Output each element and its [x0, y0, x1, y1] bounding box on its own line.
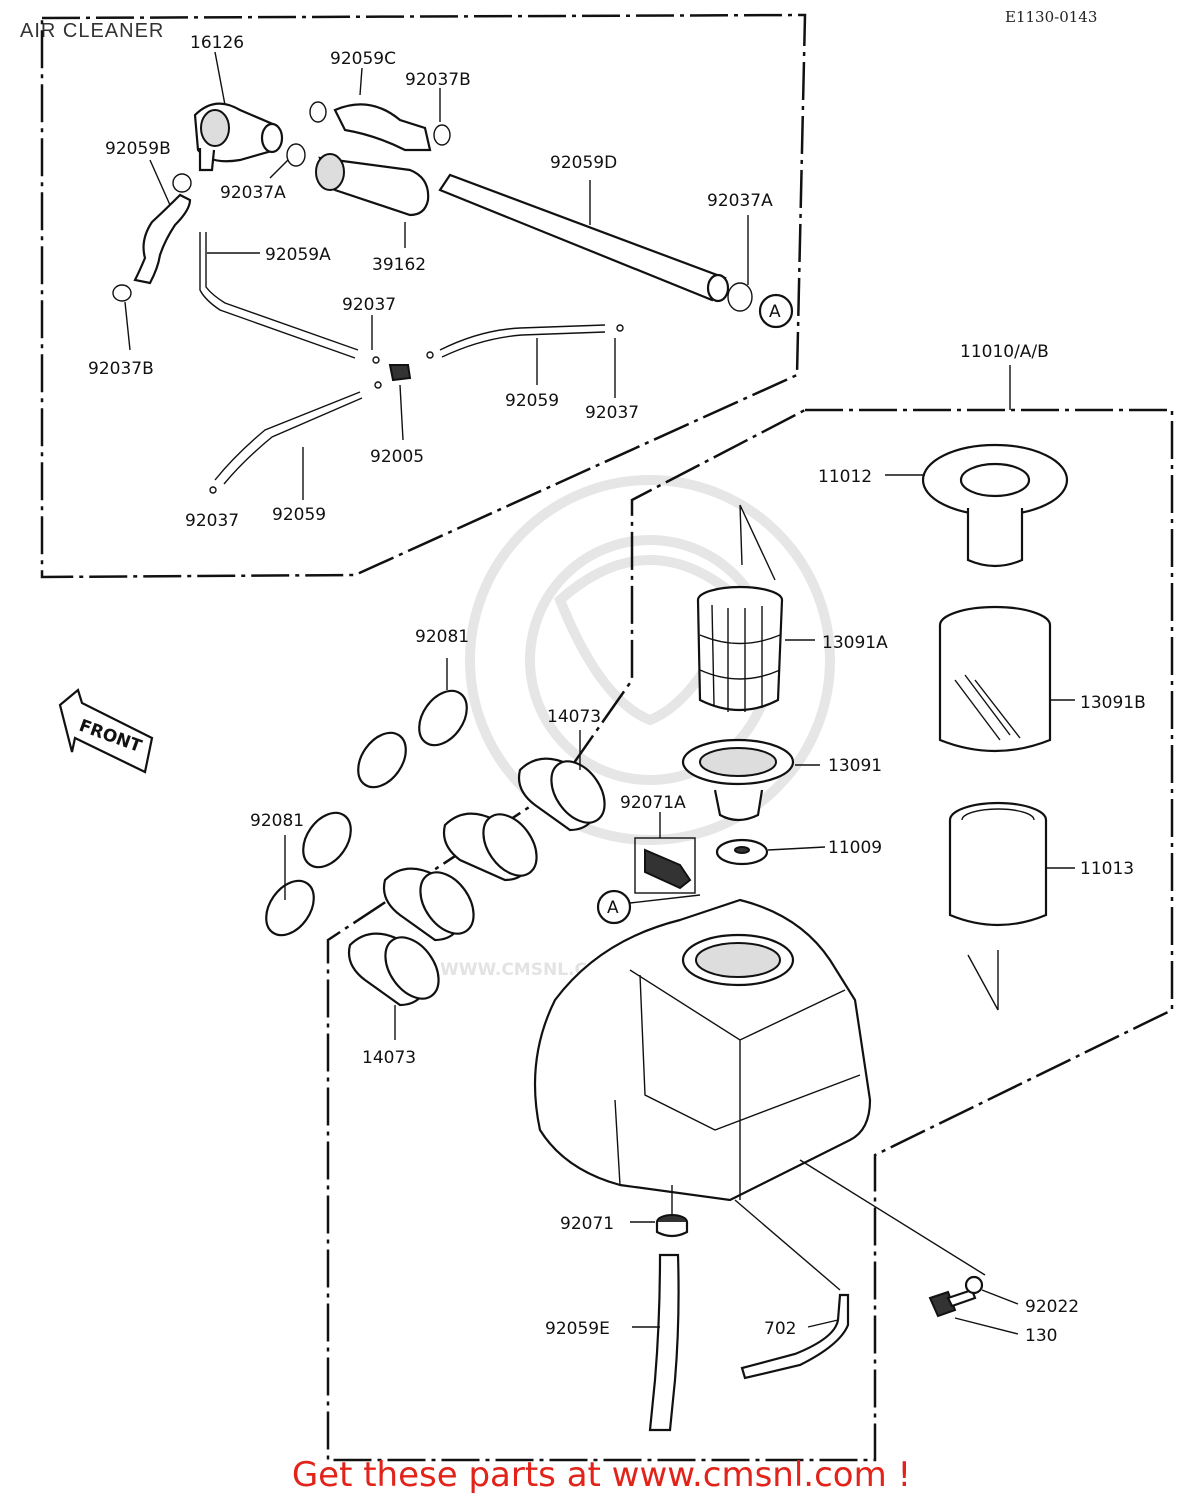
lower-group-border — [326, 408, 1174, 1462]
breather-16126 — [193, 102, 284, 172]
label-13091: 13091 — [828, 756, 882, 776]
base-13091 — [681, 738, 795, 822]
front-arrow-icon: FRONT — [58, 688, 154, 774]
element-11013 — [948, 801, 1048, 1011]
label-92005: 92005 — [370, 447, 424, 467]
hose-702 — [740, 1293, 850, 1380]
label-39162: 39162 — [372, 255, 426, 275]
label-92059: 92059 — [272, 505, 326, 525]
bolt-130 — [928, 1275, 984, 1318]
upper-group-border — [40, 13, 807, 579]
label-92059B: 92059B — [105, 139, 171, 159]
label-130: 130 — [1025, 1326, 1057, 1346]
callout-a-label: A — [769, 302, 781, 322]
reference-code: E1130-0143 — [1005, 8, 1098, 26]
fitting-92005 — [388, 364, 412, 382]
washer-11009 — [715, 838, 769, 866]
label-92081: 92081 — [250, 811, 304, 831]
label-92022: 92022 — [1025, 1297, 1079, 1317]
leader-lines-upper — [124, 51, 749, 500]
callout-a-top: A — [758, 293, 794, 329]
cap-92071 — [655, 1214, 689, 1238]
o-ring-92081 — [265, 689, 468, 937]
label-92071: 92071 — [560, 1214, 614, 1234]
clamp-icon — [112, 101, 753, 312]
label-92059E: 92059E — [545, 1319, 610, 1339]
label-92059: 92059 — [505, 391, 559, 411]
cap-11012 — [921, 443, 1069, 568]
cage-13091A — [696, 504, 784, 712]
diagram-title: AIR CLEANER — [20, 20, 165, 42]
label-702: 702 — [764, 1319, 796, 1339]
label-11012: 11012 — [818, 467, 872, 487]
label-13091A: 13091A — [822, 633, 888, 653]
label-16126: 16126 — [190, 33, 244, 53]
promo-link[interactable]: Get these parts at www.cmsnl.com ! — [291, 1455, 912, 1495]
hose-92059B — [133, 193, 192, 285]
label-92059C: 92059C — [330, 49, 396, 69]
label-92037: 92037 — [585, 403, 639, 423]
label-92037A: 92037A — [220, 183, 286, 203]
air-box-housing — [533, 898, 872, 1202]
filter-13091B — [938, 605, 1052, 753]
watermark-logo: WWW.CMSNL.COM — [440, 475, 835, 980]
label-92037A: 92037A — [707, 191, 773, 211]
label-92037: 92037 — [185, 511, 239, 531]
tube-92059-bottom — [214, 391, 363, 485]
callout-a-label: A — [607, 898, 619, 918]
label-14073: 14073 — [362, 1048, 416, 1068]
label-11010: 11010/A/B — [960, 342, 1049, 362]
label-92059D: 92059D — [550, 153, 617, 173]
label-13091B: 13091B — [1080, 693, 1146, 713]
label-11013: 11013 — [1080, 859, 1134, 879]
callout-a-bottom: A — [596, 889, 701, 925]
label-92081: 92081 — [415, 627, 469, 647]
plug-92071A — [634, 837, 696, 894]
tube-92059A — [199, 232, 359, 359]
tube-92059D — [438, 173, 730, 303]
label-11009: 11009 — [828, 838, 882, 858]
label-92037B: 92037B — [88, 359, 154, 379]
watermark-text: WWW.CMSNL.COM — [440, 960, 618, 980]
label-14073: 14073 — [547, 707, 601, 727]
duct-39162 — [315, 153, 430, 217]
label-92037: 92037 — [342, 295, 396, 315]
label-92059A: 92059A — [265, 245, 331, 265]
label-92037B: 92037B — [405, 70, 471, 90]
hose-92059C — [333, 103, 432, 152]
label-92071A: 92071A — [620, 793, 686, 813]
leader-lines-lower — [284, 365, 1075, 1335]
boot-14073 — [347, 757, 606, 1007]
tube-92059-mid — [439, 324, 606, 358]
drain-hose-92059E — [648, 1253, 680, 1432]
